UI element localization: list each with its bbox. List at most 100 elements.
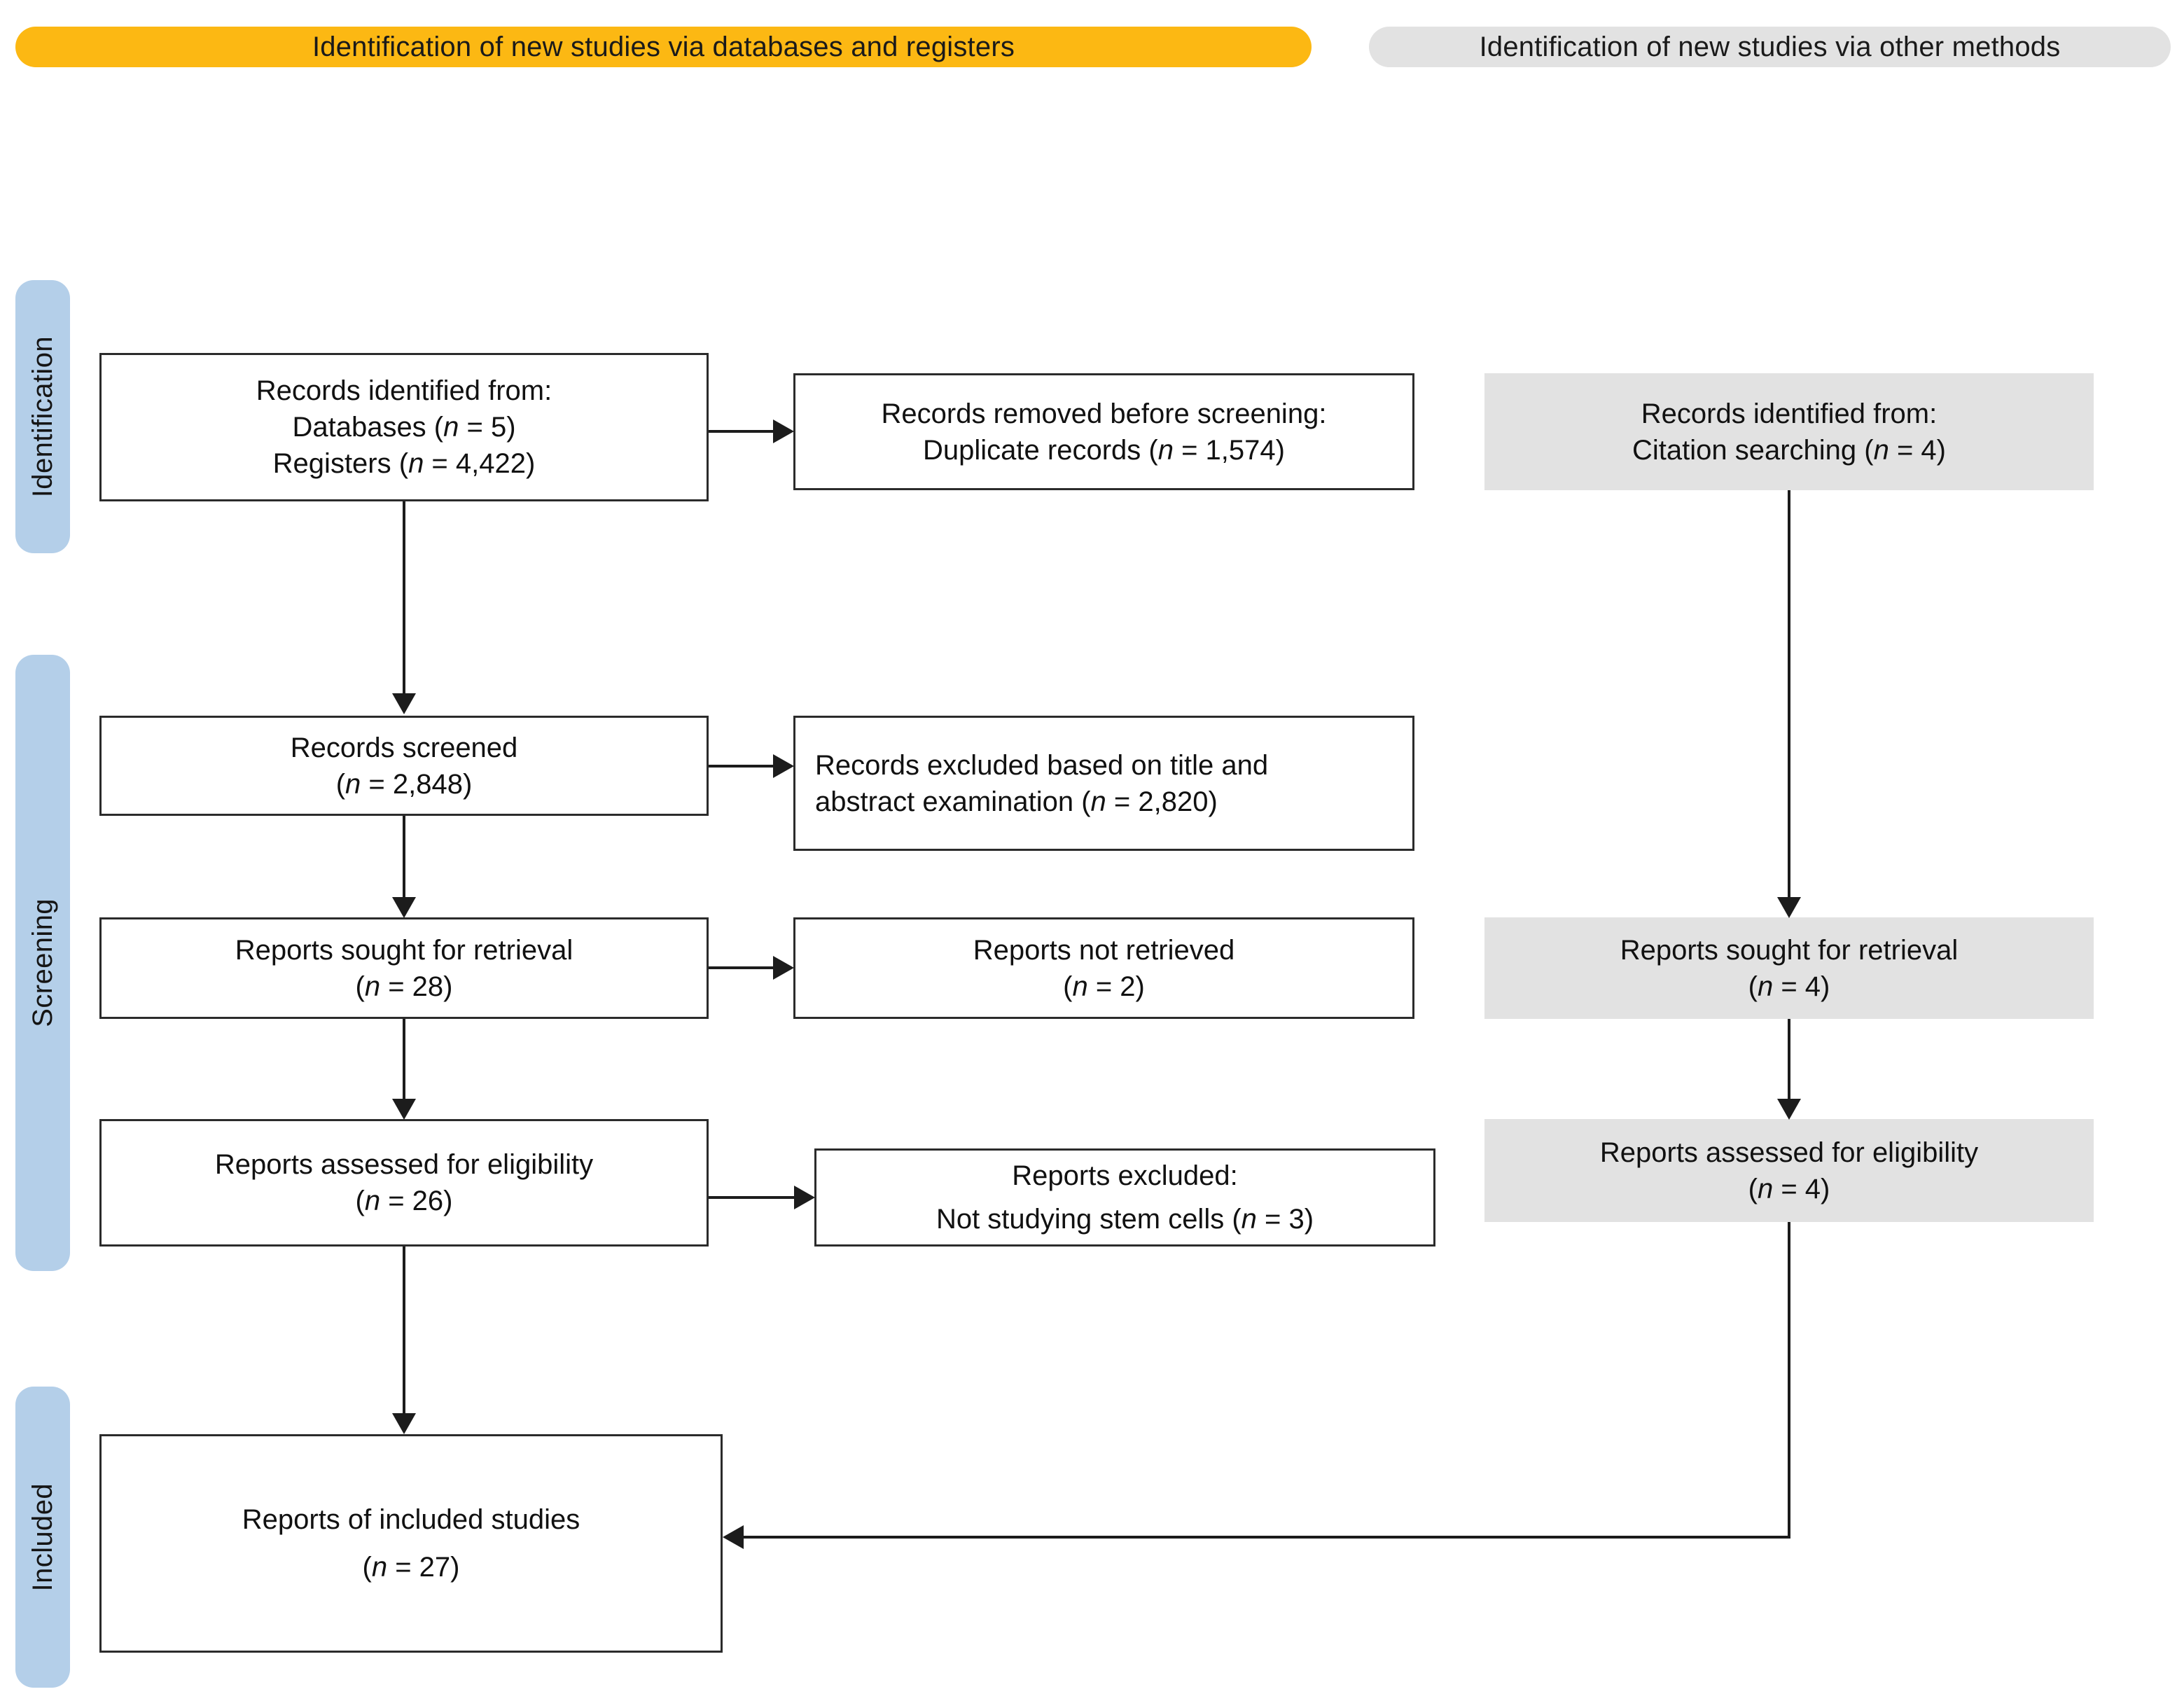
- arrowhead-into-included: [723, 1525, 744, 1549]
- arrowhead-screened-to-sought: [392, 897, 416, 918]
- stage-label-included: Included: [15, 1387, 70, 1688]
- node-records-excluded-line2-value: = 2,820): [1106, 786, 1218, 817]
- stage-label-identification-text: Identification: [27, 335, 58, 498]
- italic-n: n: [1157, 434, 1174, 466]
- node-reports-included-line2-value: = 27): [387, 1552, 460, 1583]
- arrowhead-sought-to-assessed: [392, 1099, 416, 1120]
- node-records-excluded-line1: Records excluded based on title and: [815, 749, 1269, 781]
- node-reports-sought-other-line2-value: = 4): [1773, 971, 1830, 1002]
- node-reports-assessed-line2: (n = 26): [356, 1183, 453, 1219]
- arrowhead-identified-to-removed: [773, 419, 794, 443]
- arrowhead-assessed-to-excluded: [794, 1186, 815, 1209]
- node-records-screened-line2-value: = 2,848): [361, 768, 473, 800]
- connector-assessed-to-included: [403, 1247, 405, 1415]
- italic-n: n: [1757, 971, 1774, 1002]
- stage-label-screening-text: Screening: [27, 898, 58, 1027]
- node-records-identified-line1: Records identified from:: [256, 375, 552, 406]
- italic-n: n: [1072, 971, 1088, 1002]
- italic-n: n: [1090, 786, 1106, 817]
- italic-n: n: [371, 1552, 388, 1583]
- arrowhead-sought-to-not-retrieved: [773, 956, 794, 980]
- connector-assessed-other-down: [1788, 1222, 1790, 1539]
- arrowhead-screened-to-excluded: [773, 754, 794, 778]
- connector-citation-to-sought-other: [1788, 490, 1790, 898]
- node-reports-included-line2: (n = 27): [363, 1549, 460, 1585]
- node-reports-assessed: Reports assessed for eligibility (n = 26…: [99, 1119, 709, 1247]
- node-reports-sought-line1: Reports sought for retrieval: [235, 934, 573, 966]
- italic-n: n: [364, 1186, 381, 1216]
- node-reports-assessed-other-paren: (: [1748, 1173, 1758, 1204]
- node-reports-sought-other-paren: (: [1748, 971, 1758, 1002]
- node-reports-included: Reports of included studies (n = 27): [99, 1434, 723, 1653]
- node-reports-assessed-line1: Reports assessed for eligibility: [214, 1149, 594, 1180]
- node-records-removed: Records removed before screening: Duplic…: [793, 373, 1414, 490]
- node-records-screened-line1: Records screened: [290, 732, 518, 763]
- node-records-excluded-line2-label: abstract examination (: [815, 786, 1091, 817]
- node-reports-sought-line2-value: = 28): [380, 971, 453, 1002]
- node-reports-included-paren: (: [362, 1552, 372, 1583]
- node-reports-sought-other-line1: Reports sought for retrieval: [1620, 934, 1959, 966]
- node-records-identified-line2-label: Databases (: [292, 412, 444, 443]
- connector-identified-to-screened: [403, 501, 405, 695]
- node-reports-sought-other-line2: (n = 4): [1748, 968, 1830, 1005]
- connector-screened-to-excluded: [709, 765, 773, 768]
- stage-label-included-text: Included: [27, 1483, 58, 1592]
- node-records-identified-line3-value: = 4,422): [424, 448, 536, 479]
- node-records-removed-line2-label: Duplicate records (: [923, 434, 1158, 466]
- node-reports-excluded-line2-label: Not studying stem cells (: [935, 1204, 1241, 1235]
- italic-n: n: [1757, 1173, 1774, 1204]
- connector-screened-to-sought: [403, 816, 405, 898]
- stage-label-identification: Identification: [15, 280, 70, 553]
- connector-assessed-to-excluded: [709, 1196, 794, 1199]
- banner-other-methods: Identification of new studies via other …: [1369, 27, 2171, 67]
- node-reports-included-line1: Reports of included studies: [242, 1504, 580, 1535]
- italic-n: n: [443, 412, 459, 443]
- node-records-screened-paren: (: [335, 768, 346, 800]
- node-records-identified: Records identified from: Databases (n = …: [99, 353, 709, 501]
- node-reports-not-retrieved-line2: (n = 2): [1063, 968, 1145, 1005]
- node-citation-identified-line2-value: = 4): [1889, 434, 1946, 466]
- node-records-screened-line2: (n = 2,848): [336, 766, 473, 803]
- node-records-removed-line2-value: = 1,574): [1173, 434, 1285, 466]
- node-reports-not-retrieved: Reports not retrieved (n = 2): [793, 917, 1414, 1019]
- node-citation-identified-line1: Records identified from:: [1641, 398, 1938, 429]
- node-records-excluded-title-abstract: Records excluded based on title and abst…: [793, 716, 1414, 851]
- arrowhead-citation-to-sought-other: [1777, 897, 1801, 918]
- node-reports-assessed-other-line2-value: = 4): [1773, 1173, 1830, 1204]
- node-reports-sought-line2: (n = 28): [356, 968, 453, 1005]
- node-citation-identified-line2-label: Citation searching (: [1632, 434, 1874, 466]
- italic-n: n: [1873, 434, 1889, 466]
- arrowhead-sought-other-to-assessed-other: [1777, 1099, 1801, 1120]
- connector-sought-to-assessed: [403, 1019, 405, 1100]
- stage-label-screening: Screening: [15, 655, 70, 1271]
- node-reports-excluded-line2: Not studying stem cells (n = 3): [936, 1201, 1314, 1237]
- node-reports-not-retrieved-line1: Reports not retrieved: [973, 934, 1235, 966]
- arrowhead-assessed-to-included: [392, 1413, 416, 1434]
- banner-other-methods-label: Identification of new studies via other …: [1479, 31, 2061, 62]
- node-reports-excluded-line1: Reports excluded:: [1012, 1160, 1238, 1191]
- node-reports-not-retrieved-paren: (: [1063, 971, 1073, 1002]
- node-records-removed-line1: Records removed before screening:: [881, 398, 1327, 429]
- italic-n: n: [345, 768, 361, 800]
- node-reports-excluded: Reports excluded: Not studying stem cell…: [814, 1148, 1435, 1247]
- node-reports-assessed-other-line1: Reports assessed for eligibility: [1599, 1137, 1979, 1168]
- connector-assessed-other-left-to-included: [744, 1536, 1790, 1539]
- node-records-screened: Records screened (n = 2,848): [99, 716, 709, 816]
- italic-n: n: [408, 448, 424, 479]
- node-citation-identified-line2: Citation searching (n = 4): [1632, 432, 1946, 468]
- node-records-identified-line3: Registers (n = 4,422): [273, 445, 536, 482]
- node-reports-not-retrieved-line2-value: = 2): [1087, 971, 1145, 1002]
- node-records-identified-line2: Databases (n = 5): [292, 409, 515, 445]
- connector-sought-other-to-assessed-other: [1788, 1019, 1790, 1100]
- node-reports-sought-other: Reports sought for retrieval (n = 4): [1484, 917, 2094, 1019]
- banner-databases-registers: Identification of new studies via databa…: [15, 27, 1312, 67]
- node-records-excluded-line2: abstract examination (n = 2,820): [815, 784, 1218, 820]
- node-reports-assessed-paren: (: [355, 1186, 365, 1216]
- node-reports-assessed-other: Reports assessed for eligibility (n = 4): [1484, 1119, 2094, 1222]
- italic-n: n: [1241, 1204, 1257, 1235]
- node-records-identified-line2-value: = 5): [459, 412, 516, 443]
- node-reports-excluded-line2-value: = 3): [1256, 1204, 1314, 1235]
- arrowhead-identified-to-screened: [392, 693, 416, 714]
- node-records-removed-line2: Duplicate records (n = 1,574): [923, 432, 1285, 468]
- node-reports-assessed-line2-value: = 26): [380, 1186, 453, 1216]
